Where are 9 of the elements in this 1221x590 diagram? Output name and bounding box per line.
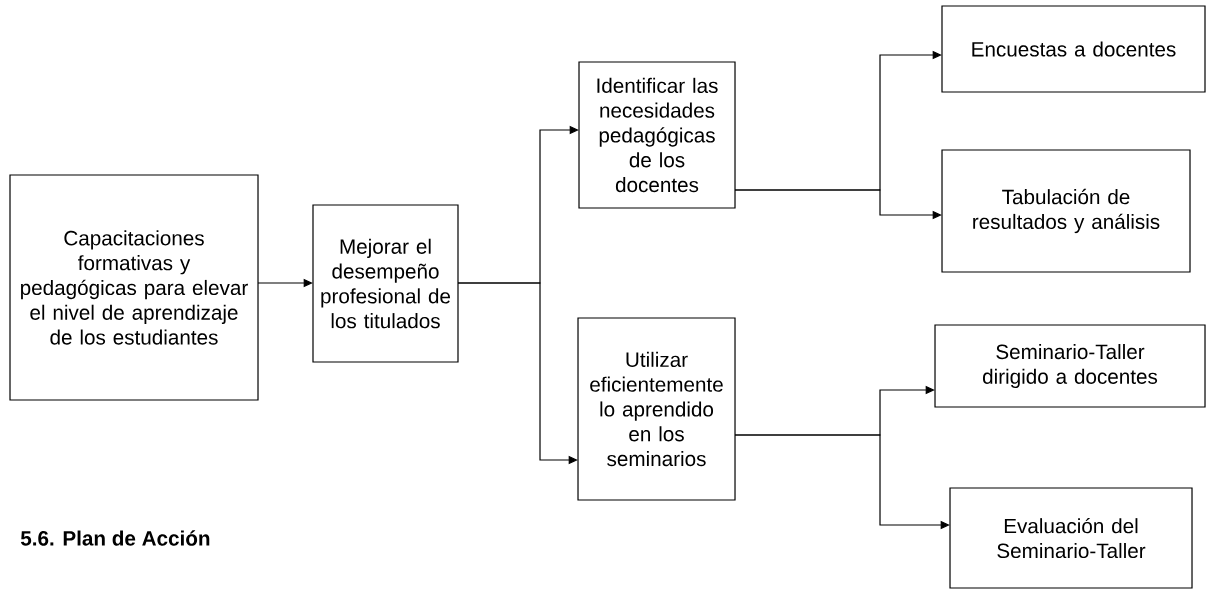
process-box: Evaluación del Seminario-Taller: [949, 487, 1193, 589]
process-box: Capacitaciones formativas y pedagógicas para elevar el nivel de aprendizaje de los estudiantes: [9, 174, 259, 401]
process-box: Tabulación de resultados y análisis: [941, 149, 1191, 273]
process-box: Mejorar el desempeño profesional de los titulados: [312, 204, 459, 363]
section-heading: 5.6. Plan de Acción: [20, 530, 210, 546]
process-box: Seminario-Taller dirigido a docentes: [934, 324, 1206, 408]
process-box: Utilizar eficientemente lo aprendido en los seminarios: [577, 317, 736, 501]
process-box: Encuestas a docentes: [941, 5, 1206, 93]
process-box: Identificar las necesidades pedagógicas de los docentes: [578, 61, 736, 209]
